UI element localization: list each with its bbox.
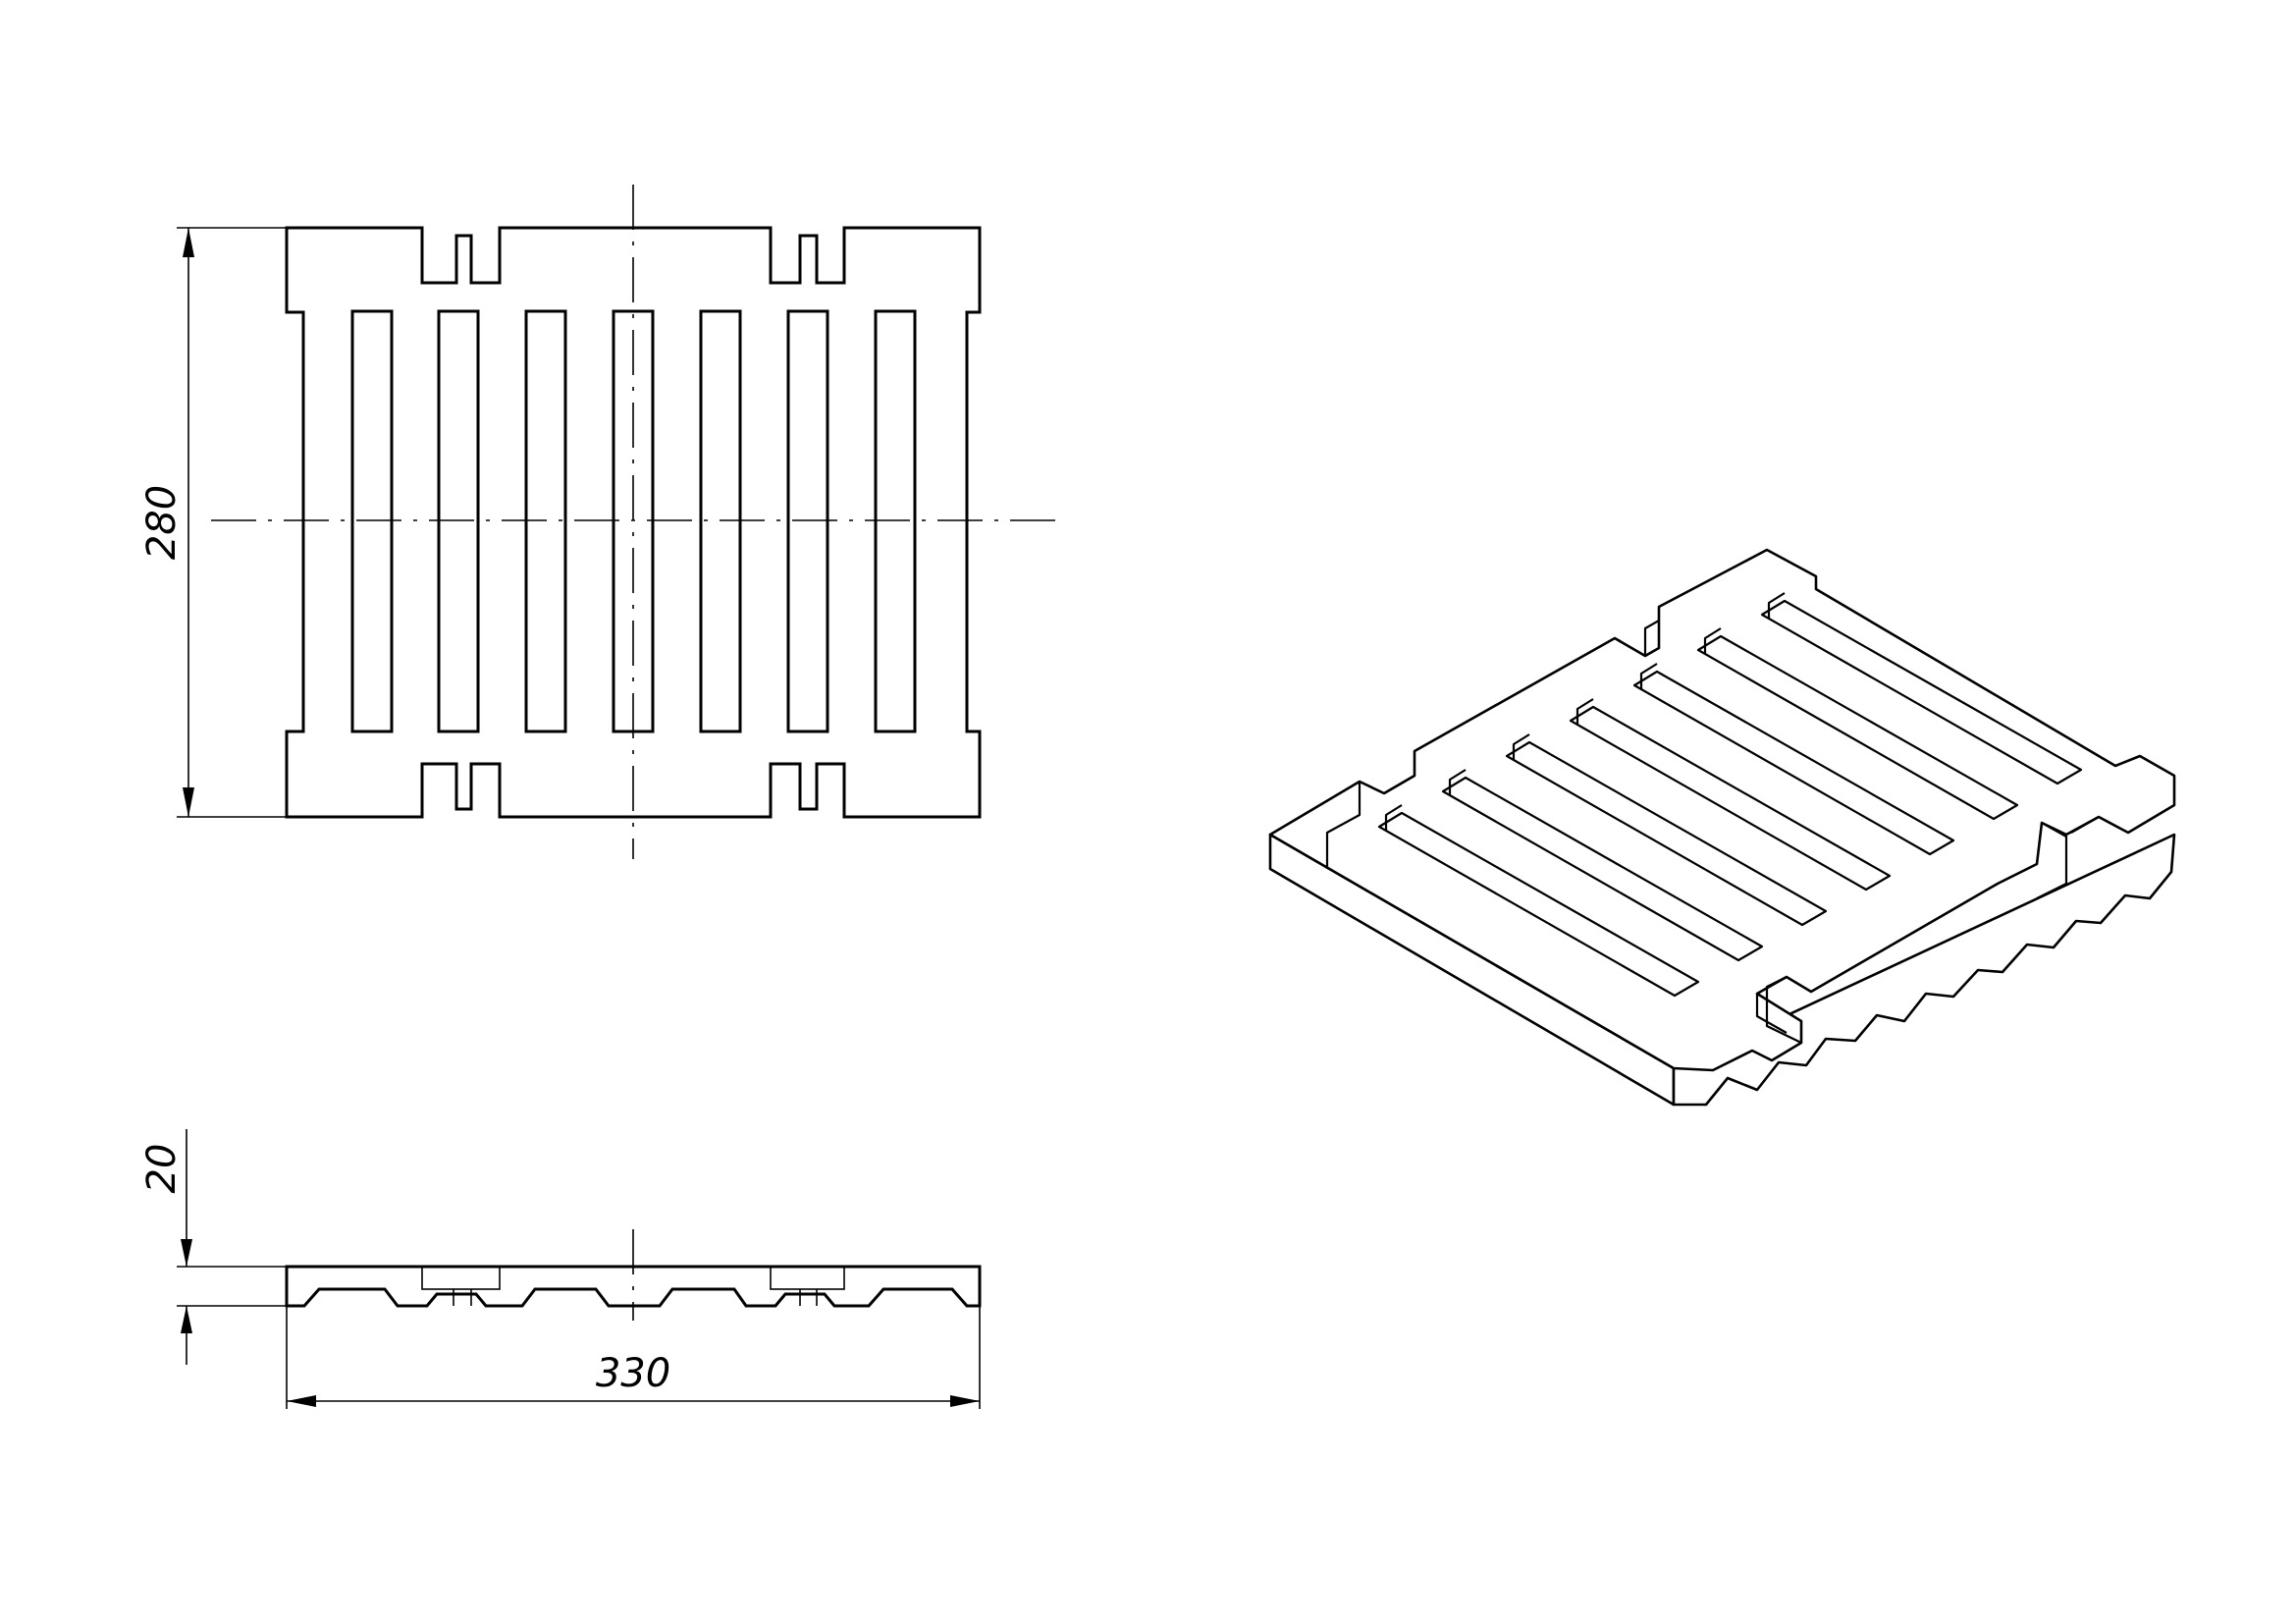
top-view: 280 bbox=[139, 185, 1055, 859]
width-dimension-label: 330 bbox=[596, 1351, 670, 1396]
thickness-dimension-label: 20 bbox=[139, 1144, 185, 1194]
iso-top-face bbox=[1268, 548, 2176, 1072]
iso-slot bbox=[1760, 599, 2083, 785]
iso-slot bbox=[1505, 740, 1828, 927]
slot bbox=[699, 309, 742, 733]
iso-slot bbox=[1441, 776, 1764, 962]
isometric-view bbox=[1268, 548, 2176, 1107]
height-dimension: 280 bbox=[139, 227, 287, 818]
slot bbox=[874, 309, 917, 733]
height-dimension-label: 280 bbox=[139, 485, 185, 560]
iso-slot bbox=[1696, 634, 2019, 821]
slot bbox=[524, 309, 567, 733]
slot bbox=[350, 309, 394, 733]
iso-slot bbox=[1377, 811, 1700, 998]
side-notch bbox=[421, 1266, 501, 1290]
side-view-outline bbox=[285, 1265, 982, 1308]
side-notch bbox=[770, 1266, 845, 1290]
width-dimension: 330 bbox=[286, 1306, 981, 1409]
thickness-dimension: 20 bbox=[139, 1129, 287, 1365]
iso-slot bbox=[1569, 705, 1892, 892]
slot bbox=[437, 309, 480, 733]
iso-slots bbox=[1377, 592, 2083, 998]
iso-slot bbox=[1632, 670, 1955, 856]
slot bbox=[786, 309, 829, 733]
top-view-outline bbox=[285, 226, 982, 819]
side-view: 20 330 bbox=[139, 1129, 982, 1409]
